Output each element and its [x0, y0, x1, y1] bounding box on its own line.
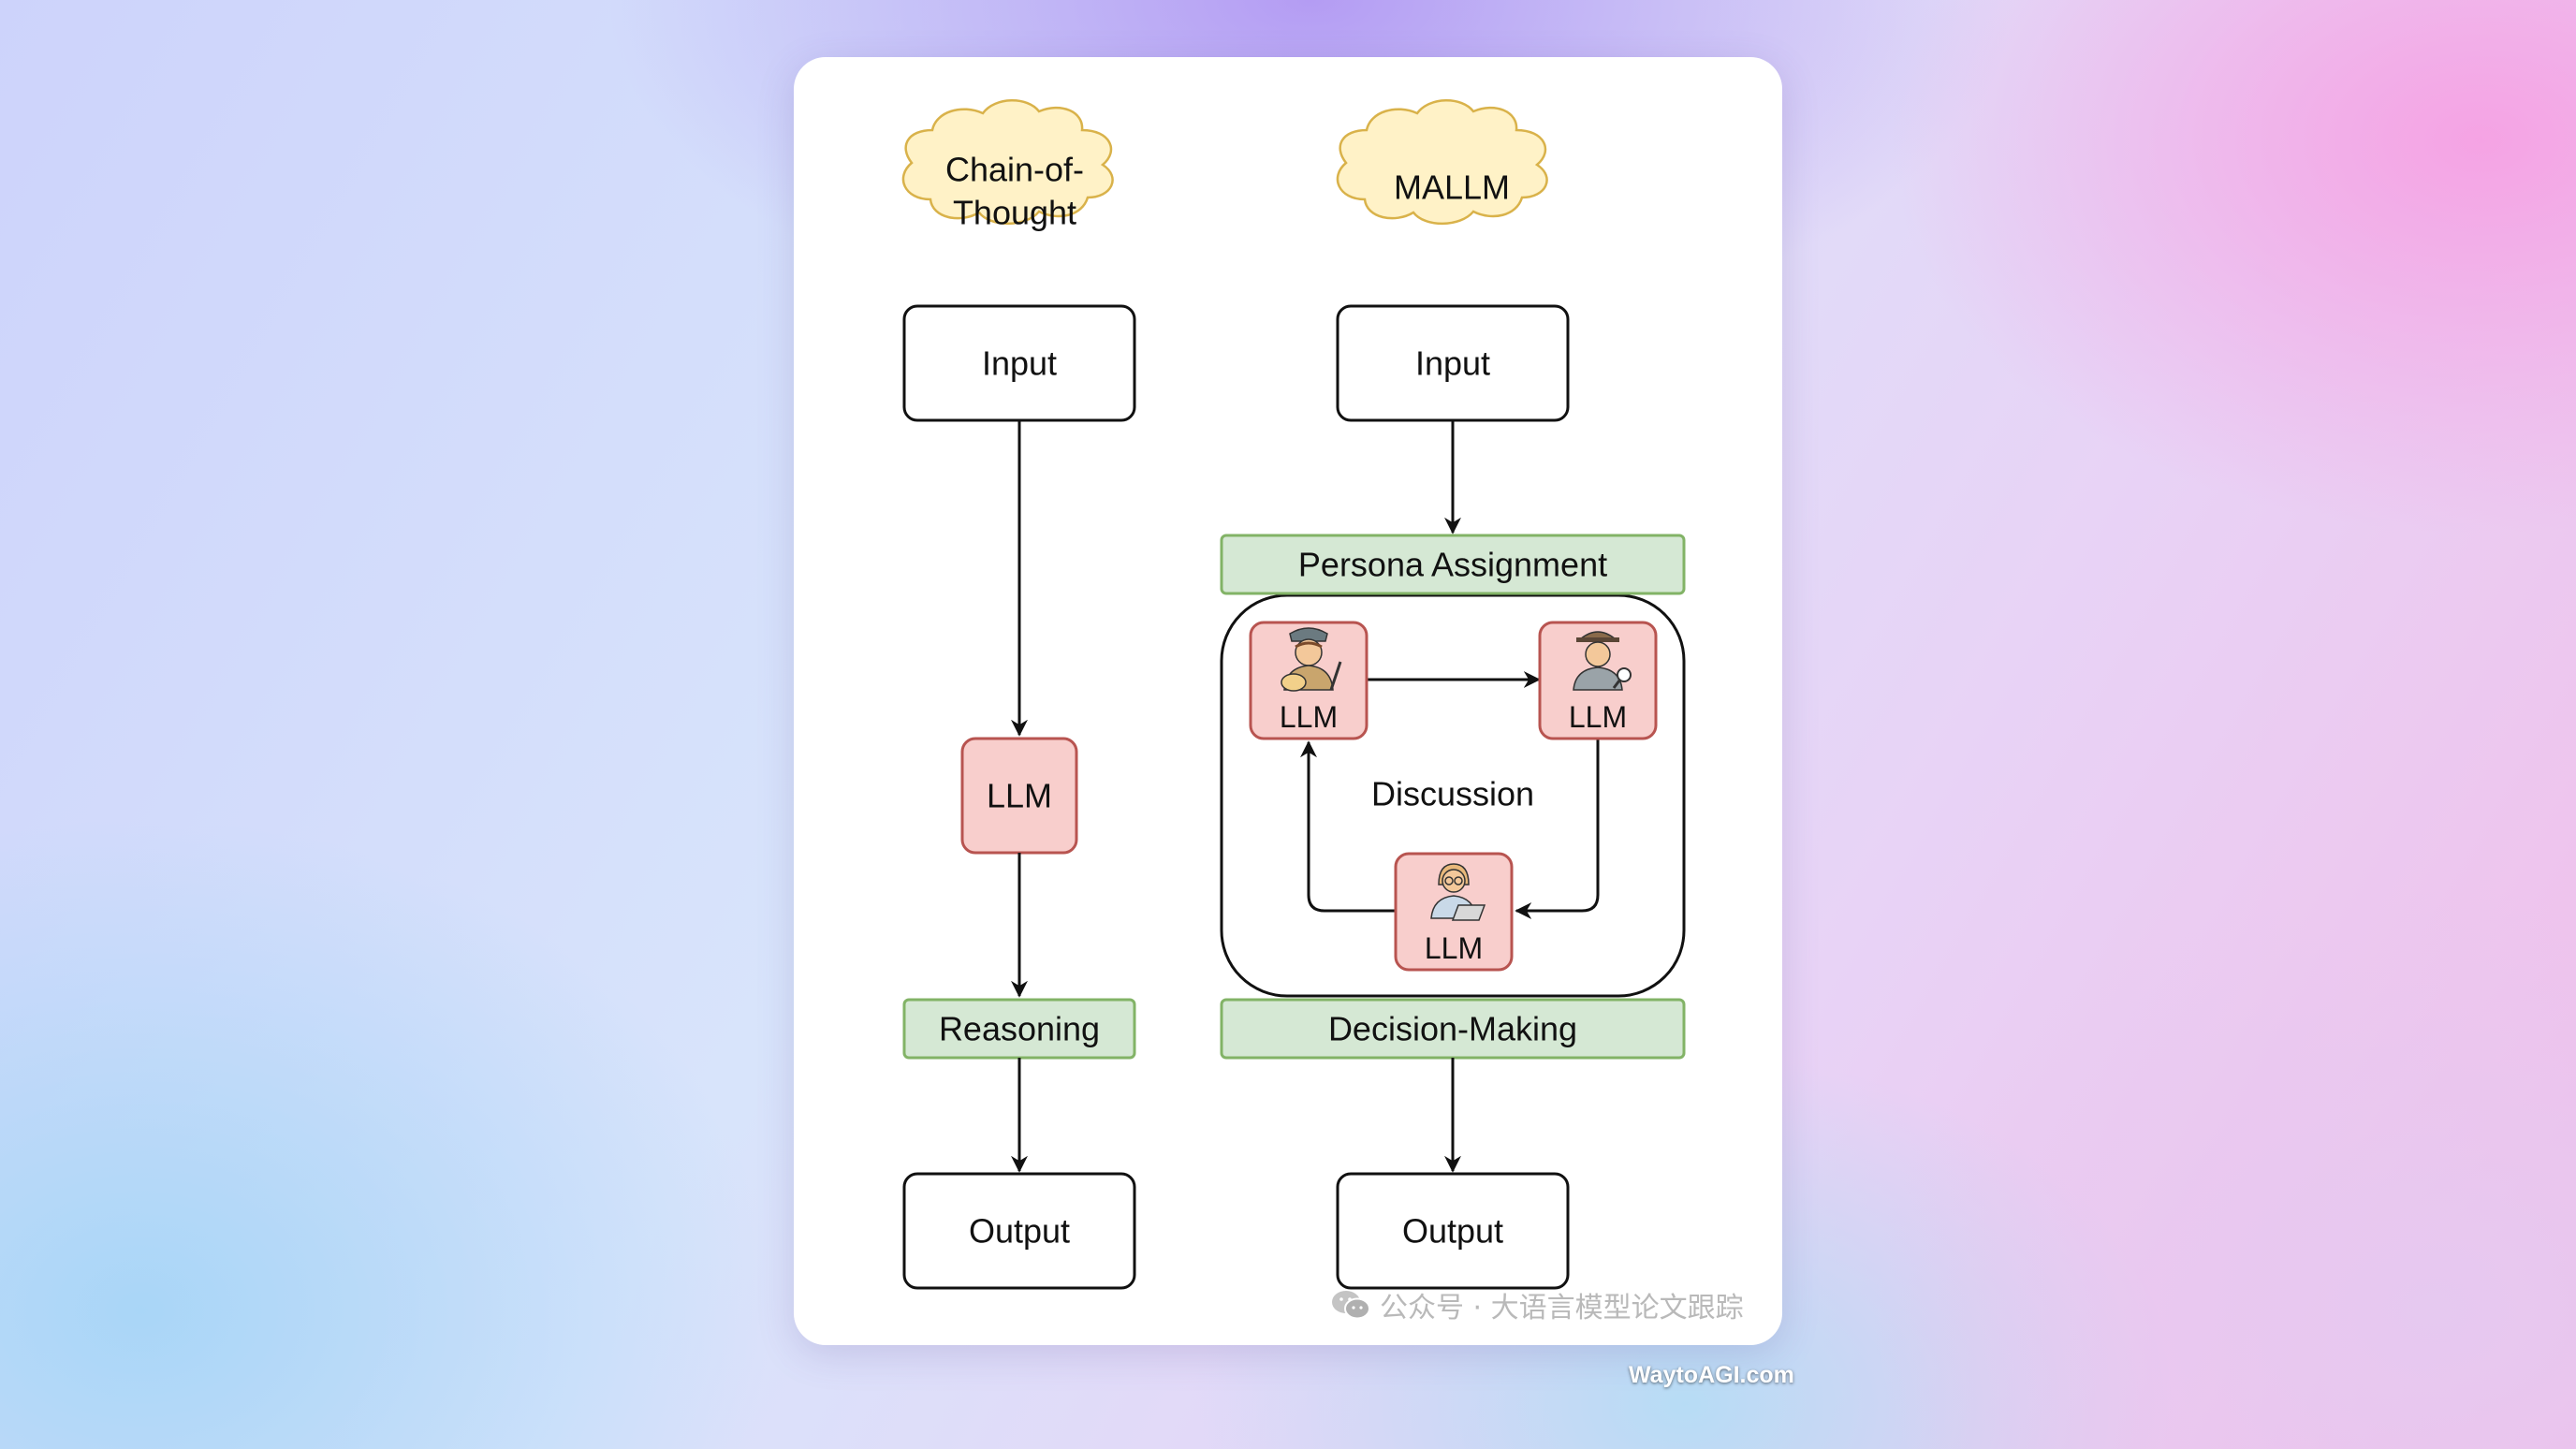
cot-llm-box: LLM [960, 737, 1078, 855]
agent2-box: LLM [1538, 621, 1658, 740]
agent3-box: LLM [1394, 852, 1514, 972]
discussion-container [1220, 593, 1686, 998]
mallm-cloud: MALLM [1336, 99, 1548, 226]
cot-output-label: Output [969, 1212, 1070, 1251]
mallm-output-label: Output [1402, 1212, 1503, 1251]
wechat-icon [1332, 1291, 1370, 1320]
cot-llm-label: LLM [987, 777, 1052, 815]
site-watermark: WaytoAGI.com [1629, 1362, 1794, 1388]
cot-input-label: Input [982, 344, 1057, 383]
diagram-card: Chain-of- Thought Input LLM Reasoning Ou… [794, 57, 1782, 1345]
agent2-label: LLM [1569, 700, 1627, 734]
detective-persona-icon [1573, 631, 1632, 691]
flow-diagram: Chain-of- Thought Input LLM Reasoning Ou… [901, 99, 1686, 1290]
persona-assignment-label: Persona Assignment [1298, 546, 1607, 584]
discussion-label: Discussion [1371, 775, 1534, 813]
agent3-label: LLM [1425, 931, 1483, 965]
cot-input-box: Input [902, 304, 1136, 422]
arrow-agent3-agent1 [1300, 740, 1395, 913]
wechat-watermark: 公众号 · 大语言模型论文跟踪 [1331, 1284, 1744, 1325]
cot-reasoning-label: Reasoning [939, 1010, 1100, 1048]
agent1-label: LLM [1280, 700, 1338, 734]
mallm-output-box: Output [1336, 1172, 1570, 1290]
mallm-input-label: Input [1415, 344, 1490, 383]
decision-making-box: Decision-Making [1220, 998, 1686, 1060]
arrow-agent2-agent3 [1515, 738, 1600, 919]
cot-title-line2: Thought [953, 194, 1076, 232]
mallm-input-box: Input [1336, 304, 1570, 422]
cot-title-line1: Chain-of- [945, 151, 1084, 189]
scholar-persona-icon [1430, 863, 1486, 921]
decision-making-label: Decision-Making [1328, 1010, 1577, 1048]
artist-persona-icon [1281, 627, 1342, 692]
mallm-title: MALLM [1394, 168, 1510, 207]
cot-reasoning-box: Reasoning [902, 998, 1136, 1060]
cot-cloud: Chain-of- Thought [901, 99, 1114, 232]
cot-output-box: Output [902, 1172, 1136, 1290]
watermark-text: 公众号 · 大语言模型论文跟踪 [1380, 1292, 1744, 1325]
persona-assignment-box: Persona Assignment [1220, 534, 1686, 595]
agent1-box: LLM [1249, 621, 1368, 740]
